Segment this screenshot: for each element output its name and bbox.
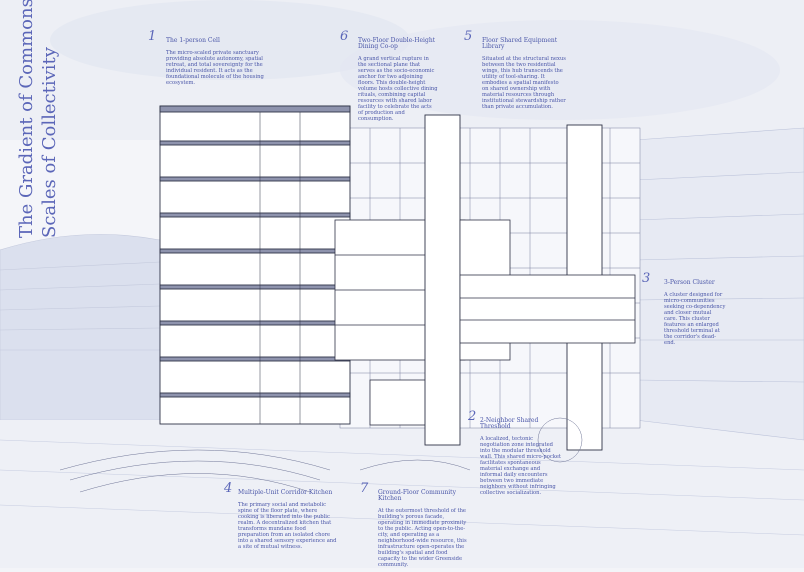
annotation-title: The 1-person Cell — [166, 37, 220, 44]
annotation-title: Ground-Floor Community Kitchen — [378, 489, 456, 502]
annotation-body: The micro-scaled private sanctuary provi… — [166, 50, 264, 86]
title-line-2: Scales of Collectivity — [38, 47, 60, 238]
page-title: The Gradient of Commons: Scales of Colle… — [16, 0, 60, 238]
annotation-2: 2 2-Neighbor Shared Threshold A localize… — [468, 410, 564, 496]
title-line-1: The Gradient of Commons: — [16, 0, 37, 238]
annotation-number: 2 — [468, 409, 477, 424]
cloud-shape — [50, 0, 410, 80]
annotation-body: Situated at the structural nexus between… — [482, 56, 566, 110]
annotation-title: 3-Person Cluster — [664, 279, 715, 286]
cloud-shape — [340, 20, 780, 120]
annotation-body: A grand vertical rupture in the sectiona… — [358, 56, 438, 122]
annotation-7: 7 Ground-Floor Community Kitchen At the … — [360, 482, 470, 568]
annotation-number: 7 — [360, 481, 369, 496]
background-stadium — [0, 234, 161, 421]
ground-plane — [0, 420, 804, 568]
street-lines — [0, 439, 804, 536]
annotation-body: The primary social and metabolic spine o… — [238, 502, 337, 550]
section-stack-left — [159, 105, 351, 425]
annotation-title: Multiple-Unit Corridor Kitchen — [238, 489, 333, 496]
annotation-3: 3 3-Person Cluster A cluster designed fo… — [642, 272, 726, 346]
annotation-number: 4 — [224, 481, 233, 496]
annotation-title: Two-Floor Double-Height Dining Co-op — [358, 37, 436, 50]
annotation-1: 1 The 1-person Cell The micro-scaled pri… — [148, 30, 266, 86]
annotation-body: A cluster designed for micro-communities… — [664, 292, 726, 346]
annotation-4: 4 Multiple-Unit Corridor Kitchen The pri… — [224, 482, 338, 550]
annotation-body: At the outermost threshold of the buildi… — [378, 508, 467, 568]
tower-left — [424, 114, 461, 446]
section-slab-right — [459, 219, 636, 361]
background-right-block — [634, 127, 804, 441]
ground-curves — [59, 417, 583, 493]
annotation-number: 3 — [642, 271, 651, 286]
annotation-title: 2-Neighbor Shared Threshold — [480, 417, 539, 430]
annotation-number: 1 — [148, 29, 157, 44]
annotation-body: A localized, tectonic negotiation zone i… — [480, 436, 562, 496]
annotation-number: 6 — [340, 29, 349, 44]
annotation-title: Floor Shared Equipment Library — [482, 37, 558, 50]
annotation-number: 5 — [464, 29, 473, 44]
annotation-5: 5 Floor Shared Equipment Library Situate… — [464, 30, 566, 110]
annotation-6: 6 Two-Floor Double-Height Dining Co-op A… — [340, 30, 438, 122]
